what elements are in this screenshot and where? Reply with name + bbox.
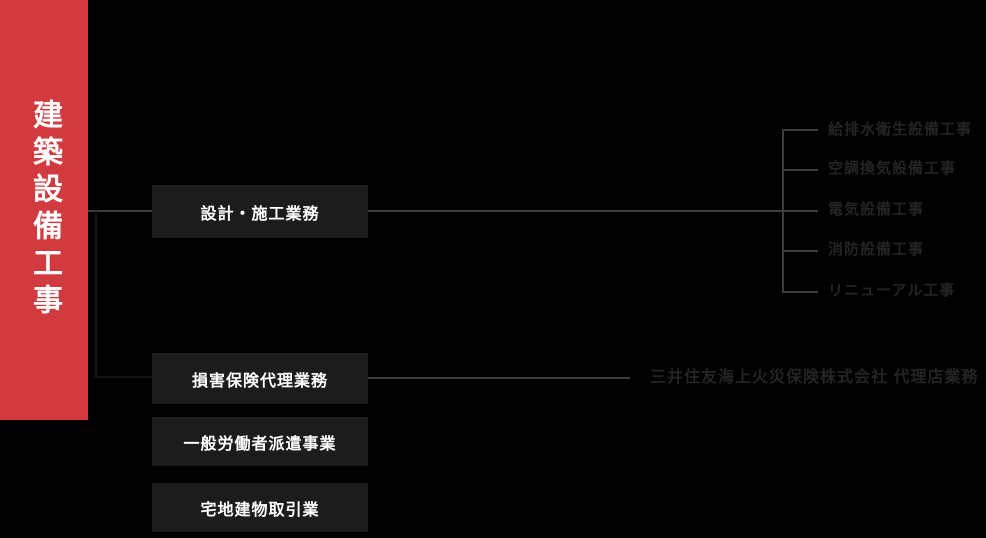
node-realestate: 宅地建物取引業 — [152, 483, 368, 532]
design-child-5: リニューアル工事 — [828, 282, 956, 299]
root-banner-label: 建築設備工事 — [28, 99, 61, 321]
insurance-note: 三井住友海上火災保険株式会社 代理店業務 — [650, 369, 979, 386]
connector-child-1 — [782, 129, 818, 131]
connector-child-3 — [782, 210, 818, 212]
design-child-2: 空調換気設備工事 — [828, 160, 957, 177]
connector-design-trunk — [368, 210, 782, 212]
connector-banner-to-design — [88, 210, 152, 212]
design-child-1: 給排水衛生設備工事 — [828, 121, 973, 138]
node-dispatch-label: 一般労働者派遣事業 — [183, 435, 337, 453]
connector-banner-drop — [95, 211, 97, 378]
root-banner: 建築設備工事 — [0, 0, 88, 420]
connector-child-4 — [782, 250, 818, 252]
node-insurance-label: 損害保険代理業務 — [191, 372, 328, 390]
node-design: 設計・施工業務 — [152, 185, 368, 238]
node-design-label: 設計・施工業務 — [200, 205, 320, 223]
node-dispatch: 一般労働者派遣事業 — [152, 417, 368, 466]
connector-child-5 — [782, 291, 818, 293]
node-realestate-label: 宅地建物取引業 — [200, 501, 320, 519]
connector-banner-to-insurance — [95, 376, 152, 378]
node-insurance: 損害保険代理業務 — [152, 353, 368, 404]
design-child-3: 電気設備工事 — [828, 201, 925, 218]
connector-child-2 — [782, 169, 818, 171]
design-child-4: 消防設備工事 — [828, 241, 925, 258]
connector-insurance-note — [368, 377, 630, 379]
